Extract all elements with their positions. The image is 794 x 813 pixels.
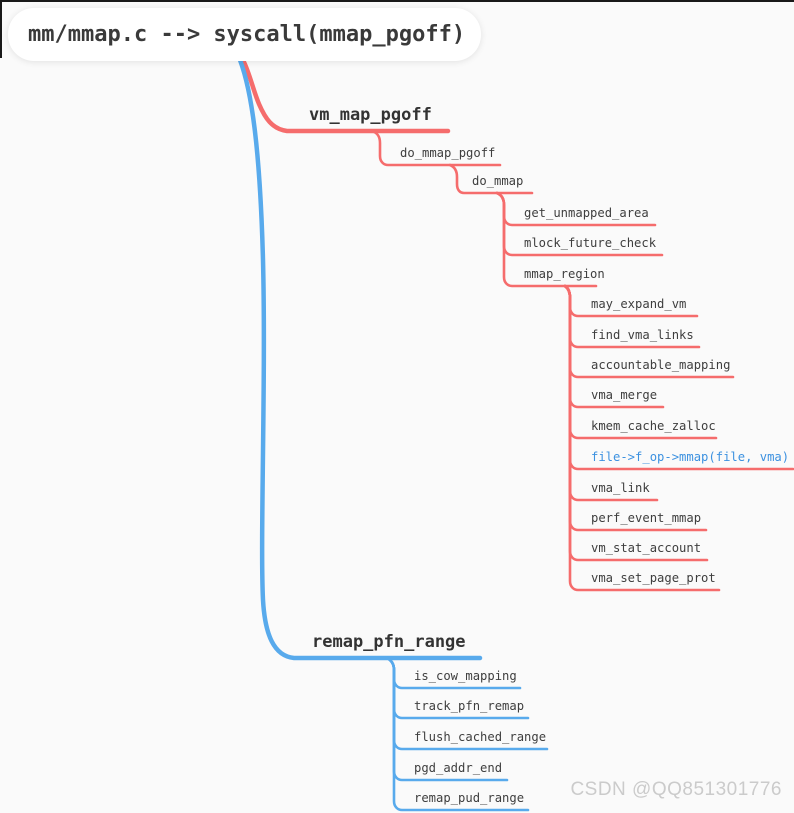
topic-mmap-region[interactable]: mmap_region xyxy=(524,267,605,281)
topic-flush-cached-range[interactable]: flush_cached_range xyxy=(414,730,547,744)
topic-vma-merge[interactable]: vma_merge xyxy=(591,388,658,402)
blue-branch-lines xyxy=(237,57,549,812)
topic-remap-pud-range[interactable]: remap_pud_range xyxy=(414,791,525,805)
topic-is-cow-mapping[interactable]: is_cow_mapping xyxy=(414,669,517,683)
root-topic-label: mm/mmap.c --> syscall(mmap_pgoff) xyxy=(28,22,466,47)
red-branch-lines xyxy=(240,57,794,592)
topic-find-vma-links[interactable]: find_vma_links xyxy=(591,328,694,342)
topic-may-expand-vm[interactable]: may_expand_vm xyxy=(591,297,687,311)
root-topic[interactable]: mm/mmap.c --> syscall(mmap_pgoff) xyxy=(8,8,481,61)
topic-kmem-cache-zalloc[interactable]: kmem_cache_zalloc xyxy=(591,419,716,433)
topic-vm-map-pgoff[interactable]: vm_map_pgoff xyxy=(309,105,432,125)
topic-accountable-mapping[interactable]: accountable_mapping xyxy=(591,358,731,372)
topic-do-mmap[interactable]: do_mmap xyxy=(472,174,524,188)
topic-perf-event-mmap[interactable]: perf_event_mmap xyxy=(591,511,702,525)
csdn-watermark: CSDN @QQ851301776 xyxy=(570,779,782,800)
topic-remap-pfn-range[interactable]: remap_pfn_range xyxy=(312,632,466,652)
topic-vma-link[interactable]: vma_link xyxy=(591,481,650,495)
topic-track-pfn-remap[interactable]: track_pfn_remap xyxy=(414,699,525,713)
topic-mlock-future-check[interactable]: mlock_future_check xyxy=(524,236,657,250)
topic-file-f-op-mmap[interactable]: file->f_op->mmap(file, vma) xyxy=(591,450,790,464)
topic-vma-set-page-prot[interactable]: vma_set_page_prot xyxy=(591,571,716,585)
screen-edge xyxy=(0,0,794,58)
topic-do-mmap-pgoff[interactable]: do_mmap_pgoff xyxy=(400,146,496,160)
topic-get-unmapped-area[interactable]: get_unmapped_area xyxy=(524,206,649,220)
topic-pgd-addr-end[interactable]: pgd_addr_end xyxy=(414,761,503,775)
topic-vm-stat-account[interactable]: vm_stat_account xyxy=(591,541,702,555)
